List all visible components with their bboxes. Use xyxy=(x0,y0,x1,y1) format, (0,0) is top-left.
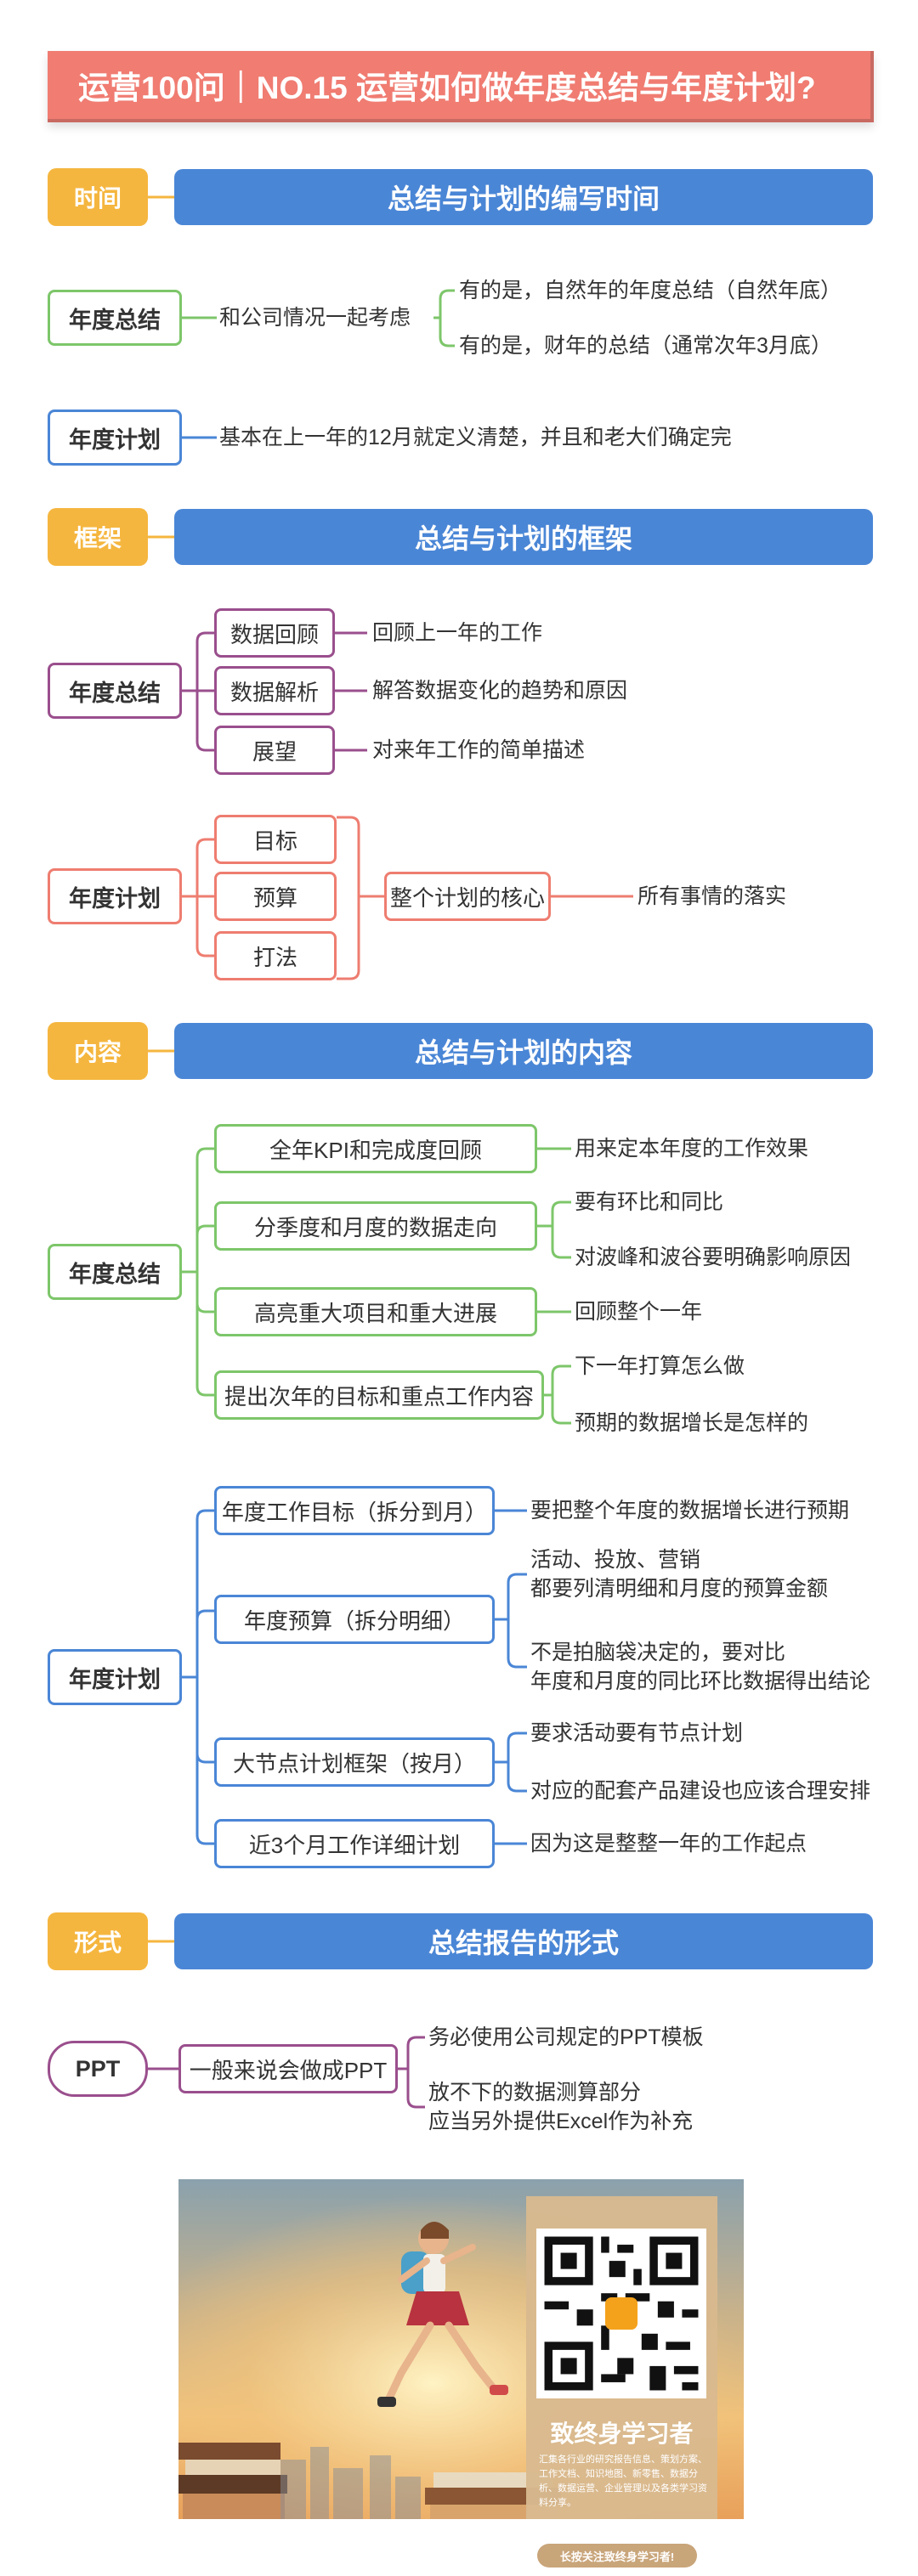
ct-summary-detail-4a: 下一年打算怎么做 xyxy=(575,1354,745,1378)
ct-plan-detail-4: 因为这是整整一年的工作起点 xyxy=(530,1832,808,1856)
time-summary-branch-1: 有的是，自然年的年度总结（自然年底） xyxy=(459,279,842,302)
ct-plan-detail-2d: 年度和月度的同比环比数据得出结论 xyxy=(530,1669,871,1693)
ct-plan-detail-3b: 对应的配套产品建设也应该合理安排 xyxy=(530,1779,871,1803)
fw-summary-item-3: 展望 xyxy=(214,726,335,775)
ct-plan-item-1: 年度工作目标（拆分到月） xyxy=(214,1486,495,1535)
ct-plan-node: 年度计划 xyxy=(48,1649,182,1705)
section-bar-content: 总结与计划的内容 xyxy=(174,1023,873,1079)
page-title: 运营100问｜NO.15 运营如何做年度总结与年度计划? xyxy=(48,51,874,122)
section-tag-time: 时间 xyxy=(48,168,148,226)
fw-plan-node: 年度计划 xyxy=(48,868,182,924)
section-tag-content: 内容 xyxy=(48,1022,148,1080)
section-bar-framework: 总结与计划的框架 xyxy=(174,509,873,565)
poster-title: 致终身学习者 xyxy=(550,2421,694,2447)
section-tag-form: 形式 xyxy=(48,1912,148,1970)
fw-summary-desc-2: 解答数据变化的趋势和原因 xyxy=(372,679,628,703)
fw-plan-item-2: 预算 xyxy=(214,872,337,921)
ct-plan-item-2: 年度预算（拆分明细） xyxy=(214,1595,495,1644)
form-ppt-node: PPT xyxy=(48,2041,148,2097)
ct-summary-detail-1: 用来定本年度的工作效果 xyxy=(575,1137,809,1161)
ct-summary-item-1: 全年KPI和完成度回顾 xyxy=(214,1124,537,1173)
ct-summary-item-2: 分季度和月度的数据走向 xyxy=(214,1201,537,1251)
form-ppt-detail-1: 务必使用公司规定的PPT模板 xyxy=(428,2025,704,2049)
ct-summary-detail-2b: 对波峰和波谷要明确影响原因 xyxy=(575,1246,852,1269)
form-ppt-detail-3: 应当另外提供Excel作为补充 xyxy=(428,2110,694,2133)
time-summary-branch-2: 有的是，财年的总结（通常次年3月底） xyxy=(459,334,832,358)
time-plan-text: 基本在上一年的12月就定义清楚，并且和老大们确定完 xyxy=(219,426,732,449)
ct-plan-detail-2b: 都要列清明细和月度的预算金额 xyxy=(530,1577,829,1601)
poster-description: 汇集各行业的研究报告信息、策划方案、工作文档、知识地图、新零售、数据分析、数据运… xyxy=(539,2455,707,2508)
fw-plan-item-1: 目标 xyxy=(214,815,337,864)
ct-summary-item-4: 提出次年的目标和重点工作内容 xyxy=(214,1370,544,1420)
ct-summary-detail-4b: 预期的数据增长是怎样的 xyxy=(575,1411,809,1435)
ct-plan-item-3: 大节点计划框架（按月） xyxy=(214,1737,495,1787)
ct-plan-item-4: 近3个月工作详细计划 xyxy=(214,1819,495,1868)
ct-summary-detail-3: 回顾整个一年 xyxy=(575,1300,703,1324)
time-summary-node: 年度总结 xyxy=(48,290,182,346)
form-ppt-text: 一般来说会做成PPT xyxy=(178,2044,398,2093)
time-summary-text: 和公司情况一起考虑 xyxy=(219,306,411,330)
ct-summary-node: 年度总结 xyxy=(48,1244,182,1300)
follow-button[interactable]: 长按关注致终身学习者! xyxy=(537,2544,697,2568)
fw-plan-result: 所有事情的落实 xyxy=(638,884,787,908)
qr-code-icon[interactable] xyxy=(536,2229,706,2398)
fw-summary-item-2: 数据解析 xyxy=(214,666,335,715)
time-plan-node: 年度计划 xyxy=(48,410,182,466)
ct-plan-detail-1: 要把整个年度的数据增长进行预期 xyxy=(530,1499,850,1522)
fw-plan-item-3: 打法 xyxy=(214,931,337,980)
section-bar-form: 总结报告的形式 xyxy=(174,1913,873,1969)
ct-plan-detail-3a: 要求活动要有节点计划 xyxy=(530,1721,744,1745)
fw-plan-core: 整个计划的核心 xyxy=(384,872,551,921)
section-bar-time: 总结与计划的编写时间 xyxy=(174,169,873,225)
fw-summary-node: 年度总结 xyxy=(48,663,182,719)
fw-summary-item-1: 数据回顾 xyxy=(214,608,335,658)
form-ppt-detail-2: 放不下的数据测算部分 xyxy=(428,2081,642,2104)
ct-plan-detail-2c: 不是拍脑袋决定的，要对比 xyxy=(530,1641,786,1664)
promo-poster: 致终身学习者 汇集各行业的研究报告信息、策划方案、工作文档、知识地图、新零售、数… xyxy=(178,2179,744,2519)
fw-summary-desc-1: 回顾上一年的工作 xyxy=(372,621,543,645)
section-tag-framework: 框架 xyxy=(48,508,148,566)
ct-summary-item-3: 高亮重大项目和重大进展 xyxy=(214,1287,537,1336)
fw-summary-desc-3: 对来年工作的简单描述 xyxy=(372,738,586,762)
ct-summary-detail-2a: 要有环比和同比 xyxy=(575,1190,724,1214)
ct-plan-detail-2a: 活动、投放、营销 xyxy=(530,1548,701,1572)
